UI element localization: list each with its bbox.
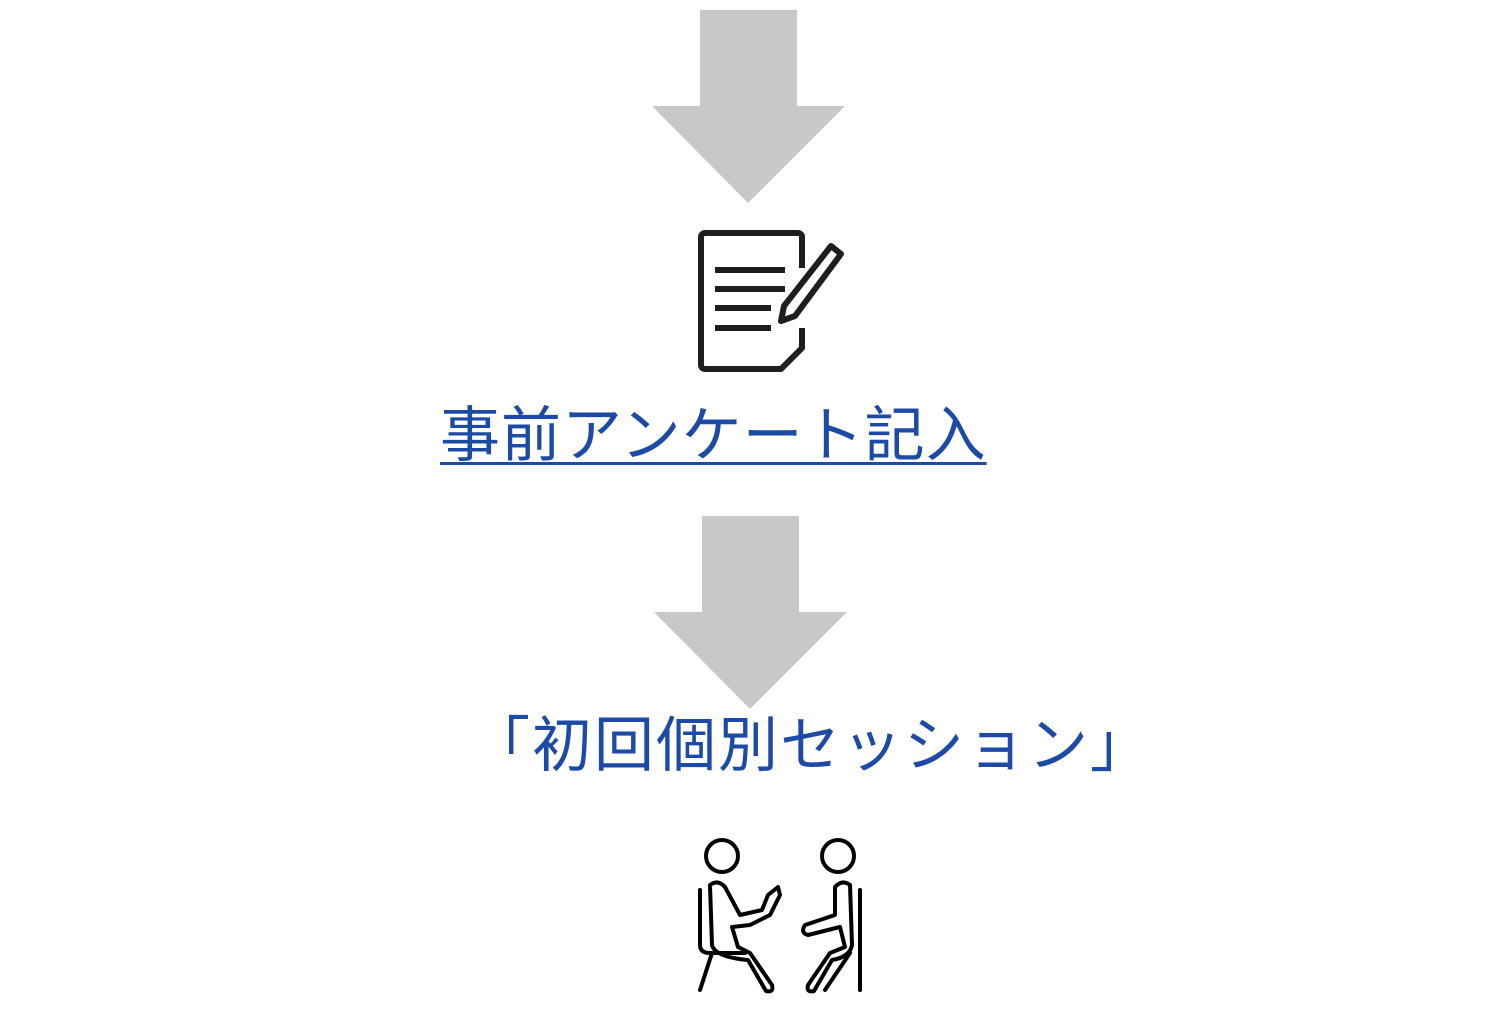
document-pencil-icon [698, 230, 844, 372]
pre-survey-link[interactable]: 事前アンケート記入 [440, 401, 987, 471]
first-session-label: 「初回個別セッション」 [470, 711, 1152, 781]
two-people-sitting-icon [698, 838, 862, 994]
arrow-down-icon [654, 516, 847, 709]
arrow-down-icon [652, 10, 845, 203]
